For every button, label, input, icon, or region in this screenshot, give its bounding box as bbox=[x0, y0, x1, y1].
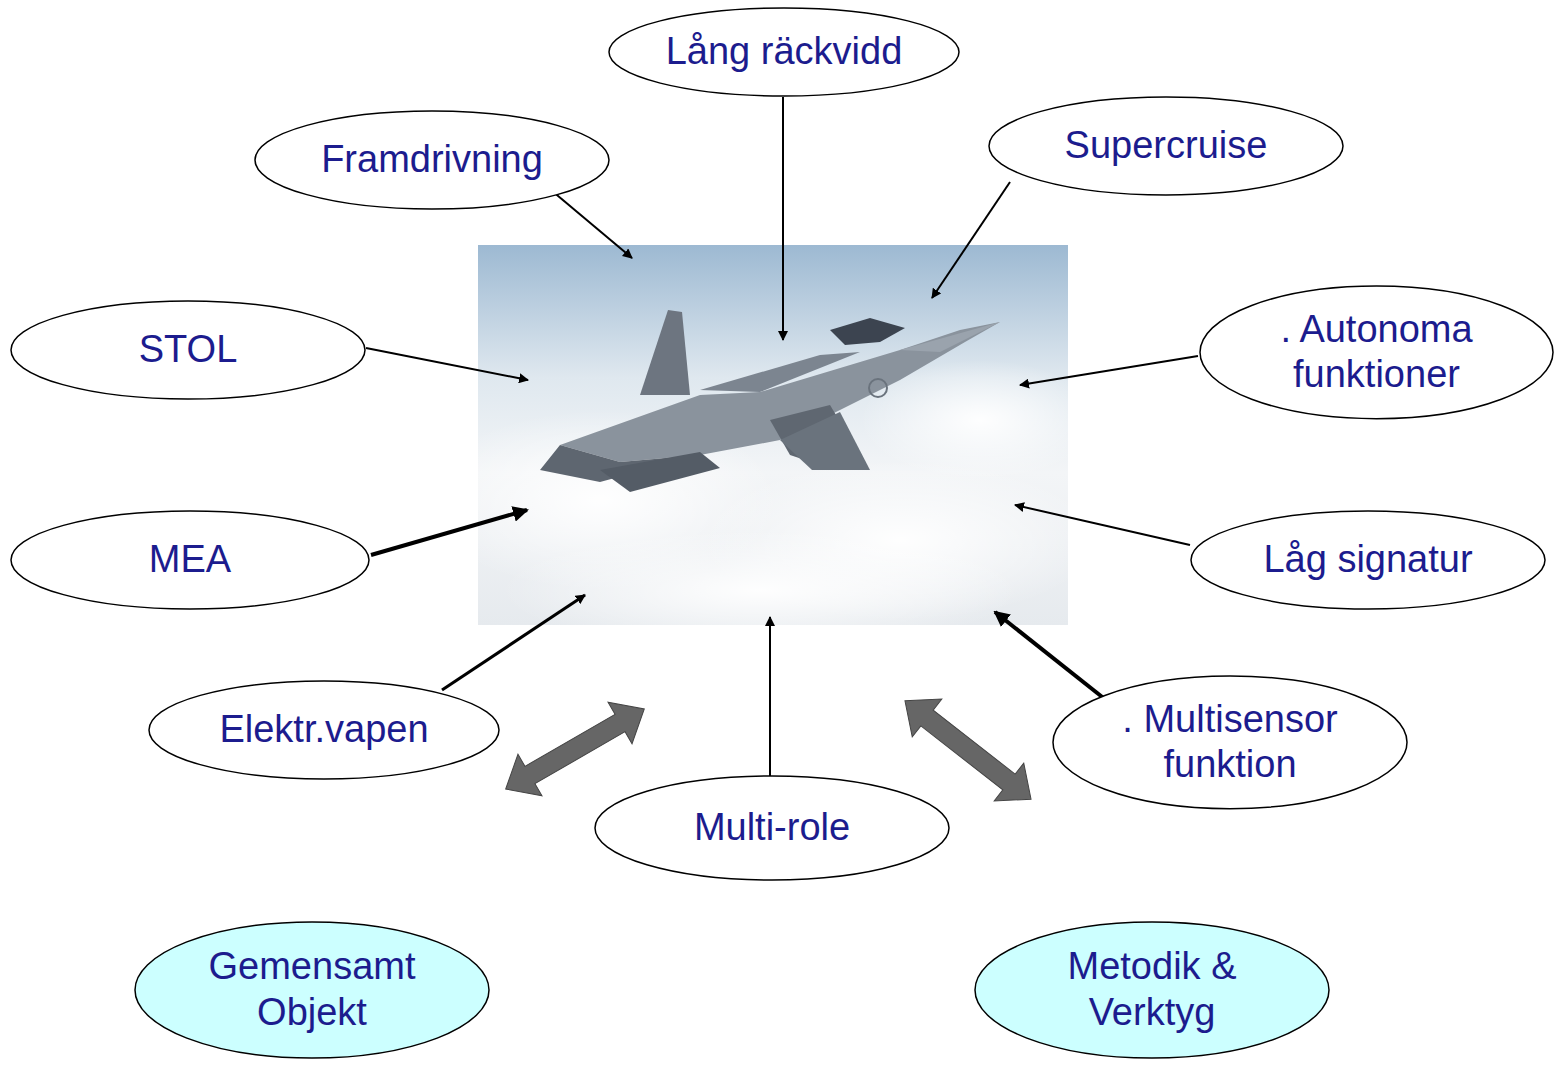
node-label: . Autonoma funktioner bbox=[1252, 307, 1502, 398]
ellipse-node: Låg signatur bbox=[1190, 510, 1546, 610]
node-label: Låg signatur bbox=[1263, 537, 1472, 583]
ellipse-node: Lång räckvidd bbox=[608, 7, 960, 97]
ellipse-node: MEA bbox=[10, 510, 370, 610]
node-label: Lång räckvidd bbox=[666, 29, 903, 75]
node-label: MEA bbox=[149, 537, 231, 583]
ellipse-outline bbox=[974, 921, 1330, 1059]
ellipse-node: . Autonoma funktioner bbox=[1199, 285, 1554, 420]
node-label: Framdrivning bbox=[321, 137, 543, 183]
ellipse-node: Framdrivning bbox=[254, 110, 610, 210]
node-label: Elektr.vapen bbox=[219, 707, 428, 753]
ellipse-node: Multi-role bbox=[594, 775, 950, 881]
ellipse-outline bbox=[1199, 285, 1554, 420]
ellipse-node: Elektr.vapen bbox=[148, 680, 500, 780]
ellipse-node: Supercruise bbox=[988, 96, 1344, 196]
node-label: . Multisensor funktion bbox=[1105, 697, 1355, 788]
ellipse-outline bbox=[134, 921, 490, 1059]
node-label: Metodik & Verktyg bbox=[1037, 944, 1267, 1035]
node-label: STOL bbox=[139, 327, 238, 373]
node-label: Gemensamt Objekt bbox=[192, 944, 432, 1035]
node-label: Supercruise bbox=[1065, 123, 1268, 169]
ellipse-node: . Multisensor funktion bbox=[1052, 675, 1408, 810]
ellipse-node: Metodik & Verktyg bbox=[974, 921, 1330, 1059]
ellipse-node: Gemensamt Objekt bbox=[134, 921, 490, 1059]
ellipse-node: STOL bbox=[10, 300, 366, 400]
ellipse-outline bbox=[1052, 675, 1408, 810]
node-label: Multi-role bbox=[694, 805, 850, 851]
